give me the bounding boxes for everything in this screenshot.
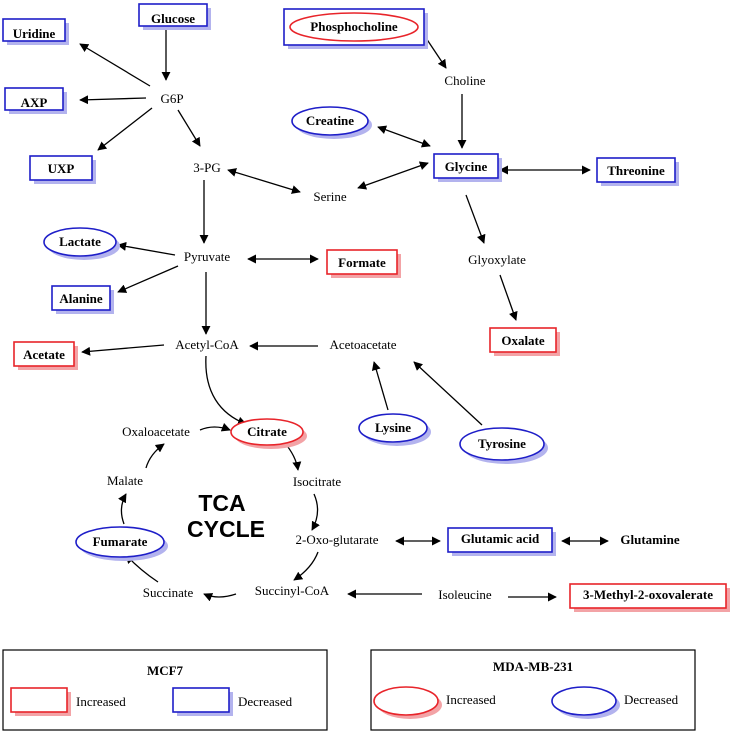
legend-mcf7-increased-label: Increased (76, 694, 126, 709)
node-axp: AXP (4, 87, 67, 114)
edge-serine-glycine (357, 161, 429, 190)
edge-isocitrate-oxoglutarate (311, 493, 320, 531)
legend-mda: MDA-MB-231 Increased Decreased (370, 649, 696, 731)
label-glutamine: Glutamine (620, 532, 679, 547)
label-formate: Formate (338, 255, 386, 270)
label-succinate: Succinate (143, 585, 194, 600)
node-oxalate: Oxalate (489, 327, 560, 356)
legend-mcf7-title: MCF7 (147, 663, 184, 678)
edge-tyrosine-acetoacetate (413, 361, 483, 426)
node-uxp: UXP (29, 155, 96, 184)
edge-g6p-3pg (177, 109, 201, 147)
label-pyruvate: Pyruvate (184, 249, 230, 264)
label-g6p: G6P (160, 91, 183, 106)
edge-glycine-glyoxylate (465, 194, 486, 244)
label-malate: Malate (107, 473, 143, 488)
label-fumarate: Fumarate (93, 534, 148, 549)
label-lysine: Lysine (375, 420, 411, 435)
legend-mda-decreased-label: Decreased (624, 692, 679, 707)
label-uridine: Uridine (13, 26, 56, 41)
legend-mda-title: MDA-MB-231 (493, 659, 573, 674)
node-threonine: Threonine (596, 157, 679, 186)
legend-mda-decreased-swatch (551, 686, 617, 716)
pathway-nodes: Glucose Uridine AXP UXP G6P 3-PG Serine (2, 3, 730, 612)
label-citrate: Citrate (247, 424, 287, 439)
edge-pyruvate-lactate (117, 241, 176, 256)
node-glycine: Glycine (433, 153, 502, 182)
node-formate: Formate (326, 249, 401, 278)
label-acetate: Acetate (23, 347, 65, 362)
label-glutamic-acid: Glutamic acid (461, 531, 540, 546)
node-methyl-oxovalerate: 3-Methyl-2-oxovalerate (569, 583, 730, 612)
tca-label-line1: TCA (198, 490, 245, 516)
label-oxaloacetate: Oxaloacetate (122, 424, 190, 439)
node-creatine: Creatine (291, 106, 372, 139)
edge-glyoxylate-oxalate (499, 274, 518, 321)
node-acetate: Acetate (13, 341, 78, 370)
edge-lysine-acetoacetate (371, 361, 389, 411)
label-tyrosine: Tyrosine (478, 436, 526, 451)
node-fumarate: Fumarate (75, 526, 168, 561)
label-methyl-oxovalerate: 3-Methyl-2-oxovalerate (583, 587, 713, 602)
edge-3pg-serine (227, 168, 301, 194)
node-glutamic-acid: Glutamic acid (447, 527, 556, 556)
edge-creatine-glycine (377, 125, 431, 148)
legend-mcf7-increased-swatch (10, 687, 68, 713)
edge-pyruvate-alanine (117, 265, 179, 293)
label-succinyl-coa: Succinyl-CoA (255, 583, 330, 598)
node-alanine: Alanine (51, 285, 114, 314)
legend-mda-increased-swatch (373, 686, 439, 716)
label-glucose: Glucose (151, 11, 195, 26)
label-oxalate: Oxalate (501, 333, 545, 348)
edge-fumarate-malate (118, 493, 127, 525)
label-creatine: Creatine (306, 113, 354, 128)
label-acetyl-coa: Acetyl-CoA (175, 337, 239, 352)
legend-mcf7-decreased-label: Decreased (238, 694, 293, 709)
node-phosphocholine: Phosphocholine (283, 8, 428, 49)
edge-oxaloacetate-citrate (199, 422, 231, 432)
label-glycine: Glycine (445, 159, 488, 174)
node-tyrosine: Tyrosine (459, 427, 548, 464)
label-oxo-glutarate: 2-Oxo-glutarate (295, 532, 378, 547)
edge-acetylcoa-acetate (81, 344, 165, 356)
node-citrate: Citrate (230, 418, 307, 449)
label-choline: Choline (444, 73, 485, 88)
edge-acetylcoa-citrate (205, 355, 247, 426)
edge-g6p-axp (79, 95, 147, 105)
legend-mda-increased-label: Increased (446, 692, 496, 707)
label-uxp: UXP (48, 161, 75, 176)
node-uridine: Uridine (2, 18, 69, 45)
node-lactate: Lactate (43, 227, 120, 260)
label-phosphocholine: Phosphocholine (310, 19, 398, 34)
label-alanine: Alanine (59, 291, 103, 306)
label-isocitrate: Isocitrate (293, 474, 342, 489)
label-glyoxylate: Glyoxylate (468, 252, 526, 267)
edge-g6p-uxp (97, 107, 153, 151)
label-3pg: 3-PG (193, 160, 220, 175)
tca-label-line2: CYCLE (187, 516, 265, 542)
pathway-edges (79, 26, 609, 602)
label-threonine: Threonine (607, 163, 665, 178)
edge-g6p-uridine (79, 43, 151, 87)
label-serine: Serine (313, 189, 346, 204)
legend-mcf7-decreased-swatch (172, 687, 230, 713)
label-lactate: Lactate (59, 234, 101, 249)
node-lysine: Lysine (358, 413, 431, 446)
edge-oxoglutarate-succinylcoa (293, 551, 319, 581)
label-acetoacetate: Acetoacetate (329, 337, 396, 352)
edge-malate-oxaloacetate (145, 443, 165, 469)
legend-mcf7: MCF7 Increased Decreased (2, 649, 328, 731)
label-isoleucine: Isoleucine (438, 587, 492, 602)
label-axp: AXP (21, 95, 48, 110)
edge-succinylcoa-succinate (203, 593, 237, 602)
node-glucose: Glucose (138, 3, 211, 30)
